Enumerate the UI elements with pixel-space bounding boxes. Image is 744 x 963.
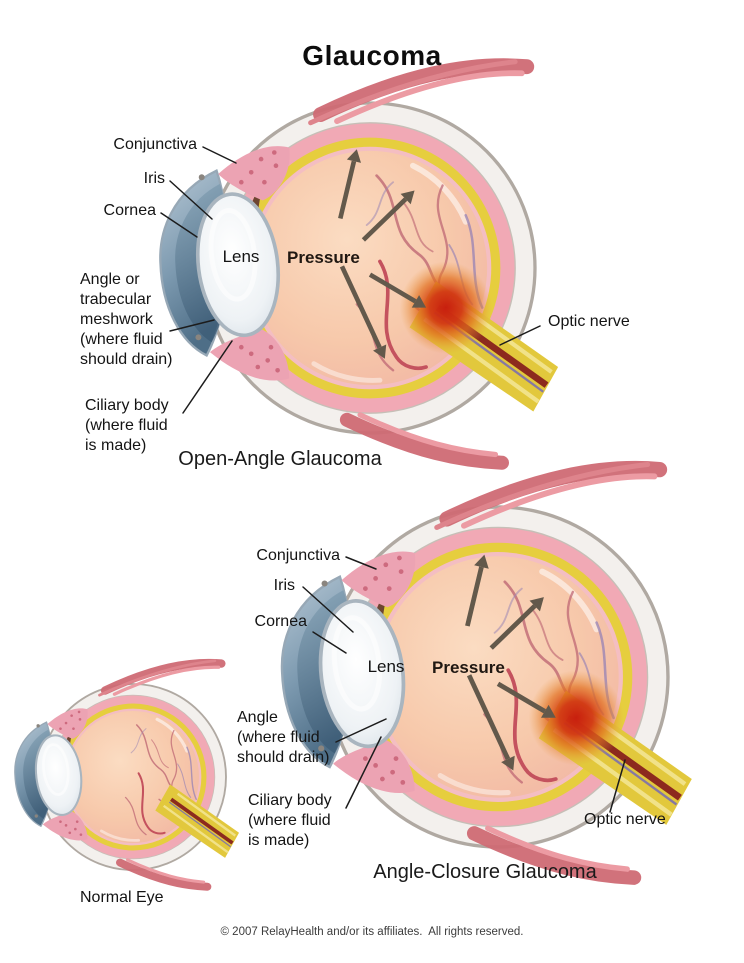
label-pressure-angle-closure: Pressure xyxy=(432,658,505,677)
label-lens-open-angle: Lens xyxy=(222,247,260,266)
caption-open-angle-glaucoma: Open-Angle Glaucoma xyxy=(178,448,382,470)
label-lens-angle-closure: Lens xyxy=(367,657,405,676)
normal-eye xyxy=(14,658,240,891)
label-ciliary-body-angle-closure: Ciliary body (where fluid is made) xyxy=(248,792,332,849)
leader-lines xyxy=(160,146,626,813)
pressure-arrows xyxy=(338,149,427,359)
inflamed-optic-disc xyxy=(399,261,493,354)
eye-muscles xyxy=(98,658,226,891)
label-cornea-angle-closure: Cornea xyxy=(254,613,307,630)
label-conjunctiva-open-angle: Conjunctiva xyxy=(113,136,197,153)
optic-nerve-band xyxy=(155,784,240,858)
angle-closure-glaucoma-eye xyxy=(280,460,692,885)
label-optic-nerve-angle-closure: Optic nerve xyxy=(584,811,666,828)
lens-shape xyxy=(318,599,406,749)
eye-muscles xyxy=(434,460,668,885)
pressure-arrows xyxy=(465,554,556,771)
label-ciliary-body-open-angle: Ciliary body (where fluid is made) xyxy=(85,397,169,454)
label-angle-trabecular-meshwork: Angle or trabecular meshwork (where flui… xyxy=(80,271,173,368)
lens-shape xyxy=(34,734,83,816)
caption-angle-closure-glaucoma: Angle-Closure Glaucoma xyxy=(373,861,597,883)
label-optic-nerve-open-angle: Optic nerve xyxy=(548,313,630,330)
lens-shape xyxy=(195,192,281,338)
label-cornea-open-angle: Cornea xyxy=(103,202,156,219)
caption-normal-eye: Normal Eye xyxy=(80,889,164,906)
eye-muscles xyxy=(308,58,535,470)
label-pressure-open-angle: Pressure xyxy=(287,248,360,267)
label-conjunctiva-angle-closure: Conjunctiva xyxy=(256,547,340,564)
label-angle-angle-closure: Angle (where fluid should drain) xyxy=(237,709,330,766)
page-title: Glaucoma xyxy=(302,40,442,71)
copyright-notice: © 2007 RelayHealth and/or its affiliates… xyxy=(220,926,524,938)
label-iris-angle-closure: Iris xyxy=(273,577,295,594)
open-angle-glaucoma-eye xyxy=(159,58,559,470)
label-iris-open-angle: Iris xyxy=(143,170,165,187)
inflamed-optic-disc xyxy=(528,670,624,766)
